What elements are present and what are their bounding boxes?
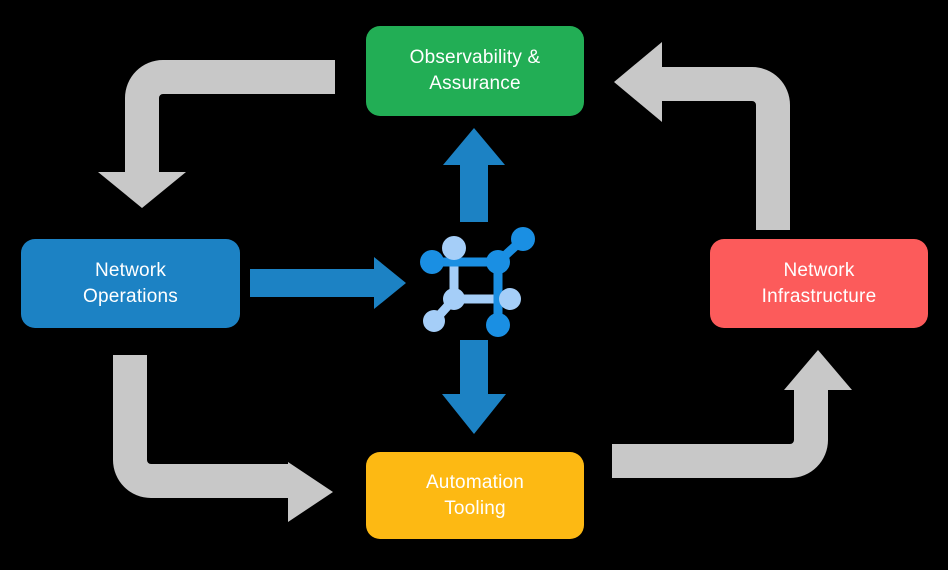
blue-arrow-center-to-automation: [442, 340, 506, 434]
blue-arrow-operations-to-center: [250, 257, 406, 309]
blue-arrow-center-to-observability: [443, 128, 505, 222]
network-icon-secondary-nodes: [423, 236, 521, 332]
node-automation-tooling-label: Automation Tooling: [425, 471, 525, 519]
node-network-operations[interactable]: Network Operations: [21, 239, 240, 328]
network-icon-primary-nodes: [420, 227, 535, 337]
node-observability-assurance[interactable]: Observability & Assurance: [366, 26, 584, 116]
node-network-infrastructure[interactable]: Network Infrastructure: [710, 239, 928, 328]
gray-arrow-infrastructure-to-observability: [614, 42, 790, 230]
gray-arrow-observability-to-operations: [98, 60, 335, 208]
node-network-infrastructure-label: Network Infrastructure: [761, 259, 877, 307]
network-topology-icon: [420, 227, 535, 337]
node-observability-label: Observability & Assurance: [409, 47, 541, 94]
node-network-operations-label: Network Operations: [83, 259, 178, 307]
gray-arrow-automation-to-infrastructure: [612, 350, 852, 478]
gray-arrow-operations-to-automation: [113, 355, 333, 522]
node-automation-tooling[interactable]: Automation Tooling: [366, 452, 584, 539]
